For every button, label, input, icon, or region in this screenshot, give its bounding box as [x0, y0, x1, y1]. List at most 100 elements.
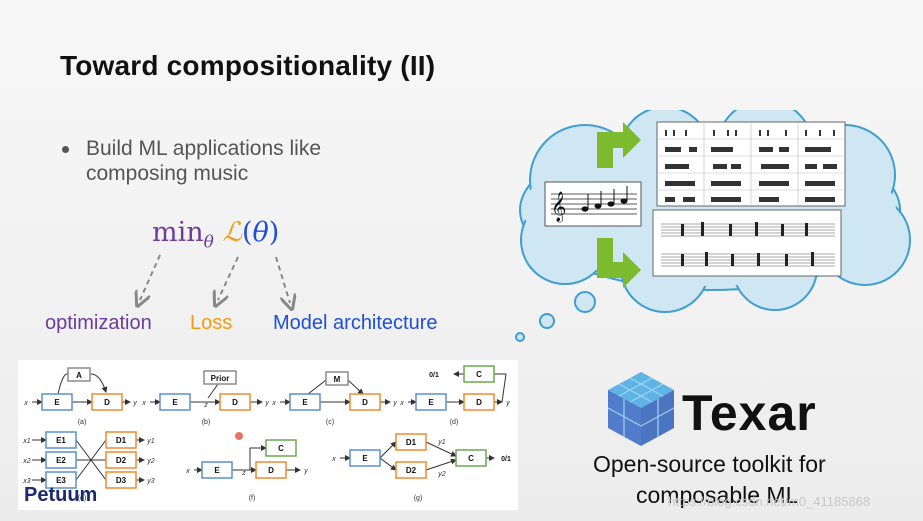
diagram-d-classifier-box — [463, 365, 495, 383]
diagram-a-decoder-label: D — [104, 398, 110, 407]
formula-min: min — [152, 217, 204, 248]
diagram-d-decoder-box — [463, 393, 495, 411]
diagram-e-input-3: x3 — [22, 478, 31, 485]
diagram-e-encoder-2 — [45, 451, 77, 469]
diagram-g-decoder-2-label: D2 — [406, 466, 417, 475]
diagram-b-prior-label: Prior — [211, 374, 230, 383]
diagram-g-decoder-1-label: D1 — [406, 438, 417, 447]
diagram-e-encoder-3-label: E3 — [56, 476, 66, 485]
diagram-c-decoder-label: D — [362, 398, 368, 407]
diagram-a-output: y — [132, 400, 137, 407]
diagram-c-decoder-box — [349, 393, 381, 411]
diagram-e-output-1: y1 — [146, 438, 155, 445]
label-model-architecture: Model architecture — [273, 312, 438, 334]
diagram-g-encoder-box — [349, 449, 381, 467]
diagram-d-input: x — [399, 400, 404, 407]
texar-wordmark: Texar — [682, 385, 817, 441]
diagram-f-input: x — [185, 468, 190, 475]
diagram-f-encoder-box — [201, 461, 233, 479]
diagram-b-latent: z — [203, 402, 208, 409]
diagram-b-encoder-label: E — [172, 398, 178, 407]
diagram-b-decoder-box — [219, 393, 251, 411]
thought-bubble-3 — [515, 332, 525, 342]
diagram-e-decoder-1-label: D1 — [116, 436, 127, 445]
diagram-g-classifier-label: C — [468, 454, 474, 463]
diagram-c-encoder-label: E — [302, 398, 308, 407]
diagram-e-input-2: x2 — [22, 458, 31, 465]
diagram-g-decoder-1 — [395, 433, 427, 451]
label-loss: Loss — [190, 312, 233, 334]
diagram-a-input: x — [23, 400, 28, 407]
watermark: https://blog.csdn.net/m0_41185868 — [668, 494, 871, 509]
diagram-e-decoder-3-label: D3 — [116, 476, 127, 485]
caption-a: (a) — [78, 419, 87, 426]
diagram-f-output: y — [303, 468, 308, 475]
diagram-a-top-box — [67, 367, 91, 382]
diagram-d-encoder-label: E — [428, 398, 434, 407]
diagram-e-output-2: y2 — [146, 458, 155, 465]
arrow-to-architecture — [275, 256, 290, 303]
diagram-g-output-1: y1 — [437, 439, 446, 446]
diagram-c-input: x — [271, 400, 276, 407]
texar-logo-icon — [607, 372, 675, 446]
diagram-c-top-label: M — [334, 375, 341, 384]
diagram-e-encoder-3 — [45, 471, 77, 489]
diagram-d-encoder-box — [415, 393, 447, 411]
arrow-to-loss — [218, 256, 239, 300]
diagram-d-decoder-label: D — [476, 398, 482, 407]
diagram-f-latent: z — [241, 470, 246, 477]
diagram-e-output-3: y3 — [146, 478, 155, 485]
diagram-c-encoder-box — [289, 393, 321, 411]
formula-theta: θ — [252, 217, 269, 248]
diagram-c-top-box — [325, 371, 349, 386]
caption-c: (c) — [326, 419, 334, 426]
diagram-d-output: y — [505, 400, 510, 407]
diagram-e-decoder-2 — [105, 451, 137, 469]
formula-close-paren: ) — [268, 217, 280, 248]
diagram-a-top-label: A — [76, 371, 82, 380]
architecture-diagrams: E D A E D Prior E D M E D C E1 E2 E3 D1 … — [18, 360, 518, 510]
diagram-a-decoder-box — [91, 393, 123, 411]
diagram-b-encoder-box — [159, 393, 191, 411]
formula-loss-symbol: ℒ — [222, 217, 242, 248]
diagram-a-encoder-label: E — [54, 398, 60, 407]
diagram-b-input: x — [141, 400, 146, 407]
bullet-dot — [62, 146, 69, 153]
thought-cloud: 𝄞 — [515, 110, 911, 342]
bullet-text: Build ML applications like composing mus… — [86, 137, 322, 185]
caption-e: (e) — [78, 495, 87, 502]
diagram-e-decoder-1 — [105, 431, 137, 449]
diagram-e-encoder-2-label: E2 — [56, 456, 66, 465]
thought-bubble-1 — [574, 291, 596, 313]
diagram-f-decoder-box — [255, 461, 287, 479]
diagram-g-input: x — [331, 456, 336, 463]
diagram-g-tag: 0/1 — [501, 456, 511, 463]
diagram-f-decoder-label: D — [268, 466, 274, 475]
diagram-g-encoder-label: E — [362, 454, 368, 463]
caption-g: (g) — [414, 495, 423, 502]
diagram-g-output-2: y2 — [437, 471, 446, 478]
diagram-c-output: y — [392, 400, 397, 407]
diagram-e-decoder-3 — [105, 471, 137, 489]
caption-b: (b) — [202, 419, 211, 426]
svg-text:𝄞: 𝄞 — [551, 191, 566, 223]
footer-logo-text: Petuum — [24, 484, 98, 506]
tagline-line2: composable ML — [636, 482, 799, 508]
diagram-g-decoder-2 — [395, 461, 427, 479]
diagram-b-decoder-label: D — [232, 398, 238, 407]
label-optimization: optimization — [45, 312, 152, 334]
score-sheet — [652, 209, 842, 277]
diagram-b-output: y — [264, 400, 269, 407]
formula-min-subscript: θ — [203, 232, 214, 253]
slide-title: Toward compositionality (II) — [60, 50, 436, 81]
objective-formula: minθ ℒ(θ) — [152, 217, 279, 252]
caption-d: (d) — [450, 419, 459, 426]
caption-f: (f) — [249, 495, 256, 502]
diagram-e-input-1: x1 — [22, 438, 31, 445]
rhythm-sheet — [656, 121, 846, 207]
formula-open-paren: ( — [241, 217, 253, 248]
melody-snippet: 𝄞 — [544, 181, 642, 227]
thought-bubble-2 — [539, 313, 555, 329]
diagram-g-classifier-box — [455, 449, 487, 467]
